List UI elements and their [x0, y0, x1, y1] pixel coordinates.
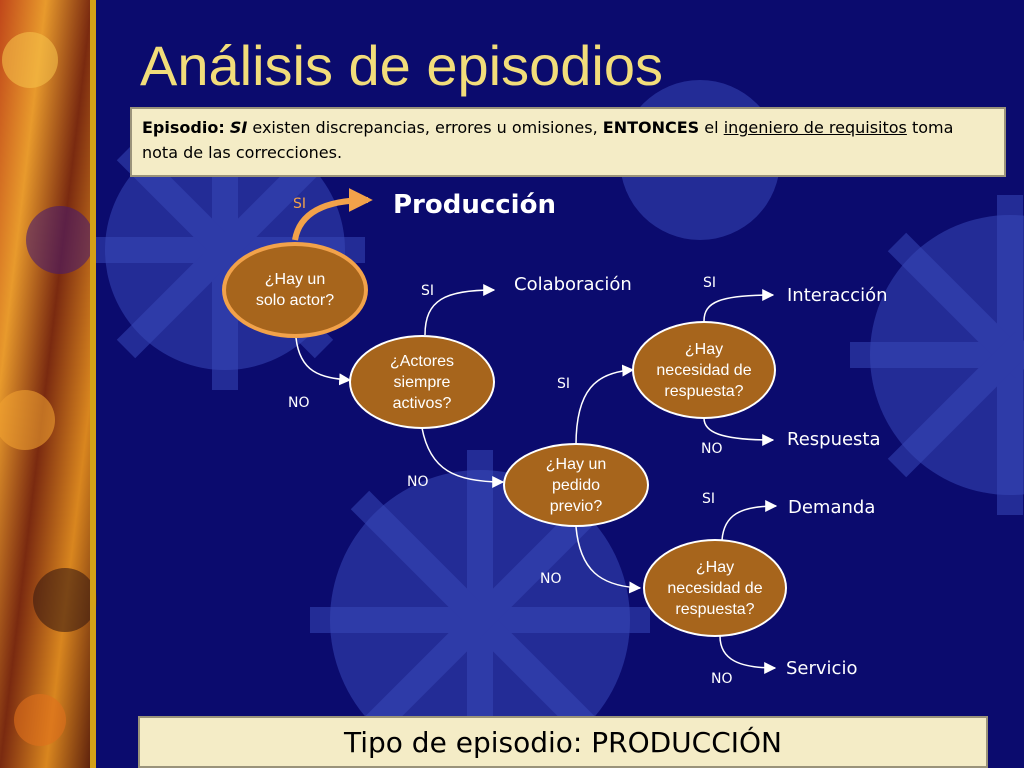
edge-label-no-actores: NO	[407, 474, 429, 490]
edge-label-si-pedido: SI	[557, 376, 571, 392]
note-label: Episodio	[142, 118, 219, 137]
note-text-1: existen discrepancias, errores u omision…	[252, 118, 598, 137]
edge-label-si-colaboracion: SI	[421, 283, 435, 299]
note-colon: :	[218, 118, 225, 137]
edge-label-no-servicio: NO	[711, 671, 733, 687]
edge-label-no-respuesta: NO	[701, 441, 723, 457]
outcome-produccion: Producción	[393, 190, 556, 220]
note-entonces: ENTONCES	[602, 118, 700, 137]
node-necesidad-respuesta-2: ¿Hay necesidad de respuesta?	[643, 539, 787, 637]
slide-title: Análisis de episodios	[140, 34, 663, 97]
edge-label-si-produccion: SI	[293, 196, 307, 212]
arrow-solo-actor-no	[295, 337, 352, 386]
arrow-respuesta1-no	[703, 417, 775, 446]
outcome-colaboracion: Colaboración	[514, 274, 632, 295]
arrow-pedido-no	[575, 526, 642, 594]
outcome-servicio: Servicio	[786, 658, 858, 679]
node-actores-activos: ¿Actores siempre activos?	[349, 335, 495, 429]
arrow-respuesta2-no	[719, 635, 777, 674]
note-text-3: toma nota de las correcciones.	[142, 118, 954, 162]
node-solo-actor: ¿Hay un solo actor?	[222, 242, 368, 338]
note-si: SI	[229, 118, 248, 137]
outcome-demanda: Demanda	[788, 497, 876, 518]
arrow-respuesta1-si	[703, 289, 775, 322]
outcome-interaccion: Interacción	[787, 285, 888, 306]
arrow-actores-no	[421, 427, 505, 488]
arrow-solo-actor-si	[292, 188, 373, 241]
edge-label-si-demanda: SI	[702, 491, 716, 507]
note-text-2: el	[704, 118, 719, 137]
node-pedido-previo: ¿Hay un pedido previo?	[503, 443, 649, 527]
outcome-respuesta: Respuesta	[787, 429, 881, 450]
edge-label-si-interaccion: SI	[703, 275, 717, 291]
node-necesidad-respuesta-1: ¿Hay necesidad de respuesta?	[632, 321, 776, 419]
note-link[interactable]: ingeniero de requisitos	[723, 118, 907, 137]
arrow-pedido-si	[575, 364, 635, 446]
episode-note: Episodio: SI existen discrepancias, erro…	[130, 107, 1006, 177]
edge-label-no-pedido: NO	[540, 571, 562, 587]
arrow-respuesta2-si	[721, 500, 778, 541]
edge-label-no-solo-actor: NO	[288, 395, 310, 411]
arrow-actores-si	[424, 284, 496, 336]
episode-type-banner: Tipo de episodio: PRODUCCIÓN	[138, 716, 988, 768]
